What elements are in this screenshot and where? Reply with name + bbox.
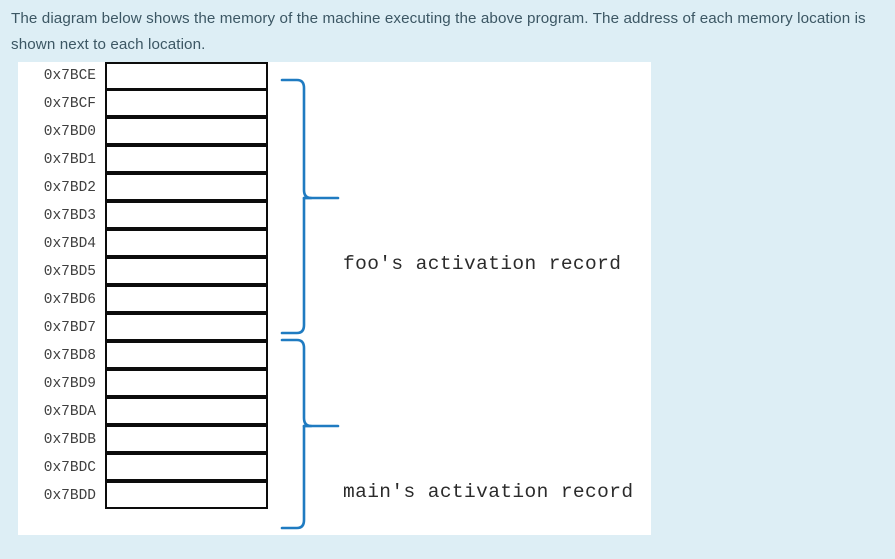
group-label-foo: foo's activation record [343, 253, 622, 275]
memory-table: 0x7BCE 0x7BCF 0x7BD0 0x7BD1 0x7BD2 0x7BD3 0x7B… [18, 62, 268, 510]
memory-address-label: 0x7BD5 [43, 264, 96, 280]
memory-row: 0x7BD1 [18, 145, 268, 174]
memory-row: 0x7BD0 [18, 117, 268, 146]
memory-address-label: 0x7BD6 [43, 292, 96, 308]
memory-address-label: 0x7BCE [43, 68, 96, 84]
memory-cell[interactable] [105, 173, 268, 201]
memory-address-label: 0x7BD3 [43, 208, 96, 224]
memory-cell[interactable] [105, 201, 268, 229]
memory-cell[interactable] [105, 369, 268, 397]
memory-address-label: 0x7BD9 [43, 376, 96, 392]
memory-cell[interactable] [105, 145, 268, 173]
memory-row: 0x7BCF [18, 89, 268, 118]
memory-row: 0x7BD3 [18, 201, 268, 230]
memory-address-label: 0x7BD4 [43, 236, 96, 252]
memory-row: 0x7BD2 [18, 173, 268, 202]
memory-cell[interactable] [105, 62, 268, 90]
bracket-foo [280, 78, 340, 335]
memory-row: 0x7BDA [18, 397, 268, 426]
memory-address-label: 0x7BD1 [43, 152, 96, 168]
memory-cell[interactable] [105, 117, 268, 145]
memory-address-label: 0x7BD8 [43, 348, 96, 364]
memory-row: 0x7BDD [18, 481, 268, 510]
memory-cell[interactable] [105, 397, 268, 425]
memory-cell[interactable] [105, 257, 268, 285]
memory-row: 0x7BD7 [18, 313, 268, 342]
memory-address-label: 0x7BDA [43, 404, 96, 420]
bracket-main [280, 338, 340, 530]
memory-row: 0x7BD4 [18, 229, 268, 258]
memory-cell[interactable] [105, 89, 268, 117]
memory-cell[interactable] [105, 481, 268, 509]
memory-row: 0x7BD8 [18, 341, 268, 370]
memory-cell[interactable] [105, 425, 268, 453]
memory-row: 0x7BDB [18, 425, 268, 454]
memory-row: 0x7BD6 [18, 285, 268, 314]
memory-cell[interactable] [105, 313, 268, 341]
memory-cell[interactable] [105, 341, 268, 369]
memory-row: 0x7BDC [18, 453, 268, 482]
group-label-main: main's activation record [343, 481, 634, 503]
memory-address-label: 0x7BD2 [43, 180, 96, 196]
memory-row: 0x7BD5 [18, 257, 268, 286]
memory-cell[interactable] [105, 285, 268, 313]
memory-address-label: 0x7BD7 [43, 320, 96, 336]
question-prompt-text: The diagram below shows the memory of th… [11, 10, 866, 53]
memory-address-label: 0x7BD0 [43, 124, 96, 140]
memory-cell[interactable] [105, 229, 268, 257]
memory-address-label: 0x7BDB [43, 432, 96, 448]
memory-row: 0x7BD9 [18, 369, 268, 398]
memory-address-label: 0x7BDC [43, 460, 96, 476]
memory-address-label: 0x7BCF [43, 96, 96, 112]
memory-address-label: 0x7BDD [43, 488, 96, 504]
memory-row: 0x7BCE [18, 62, 268, 90]
memory-diagram-panel: 0x7BCE 0x7BCF 0x7BD0 0x7BD1 0x7BD2 0x7BD3 0x7B… [18, 62, 651, 535]
memory-cell[interactable] [105, 453, 268, 481]
